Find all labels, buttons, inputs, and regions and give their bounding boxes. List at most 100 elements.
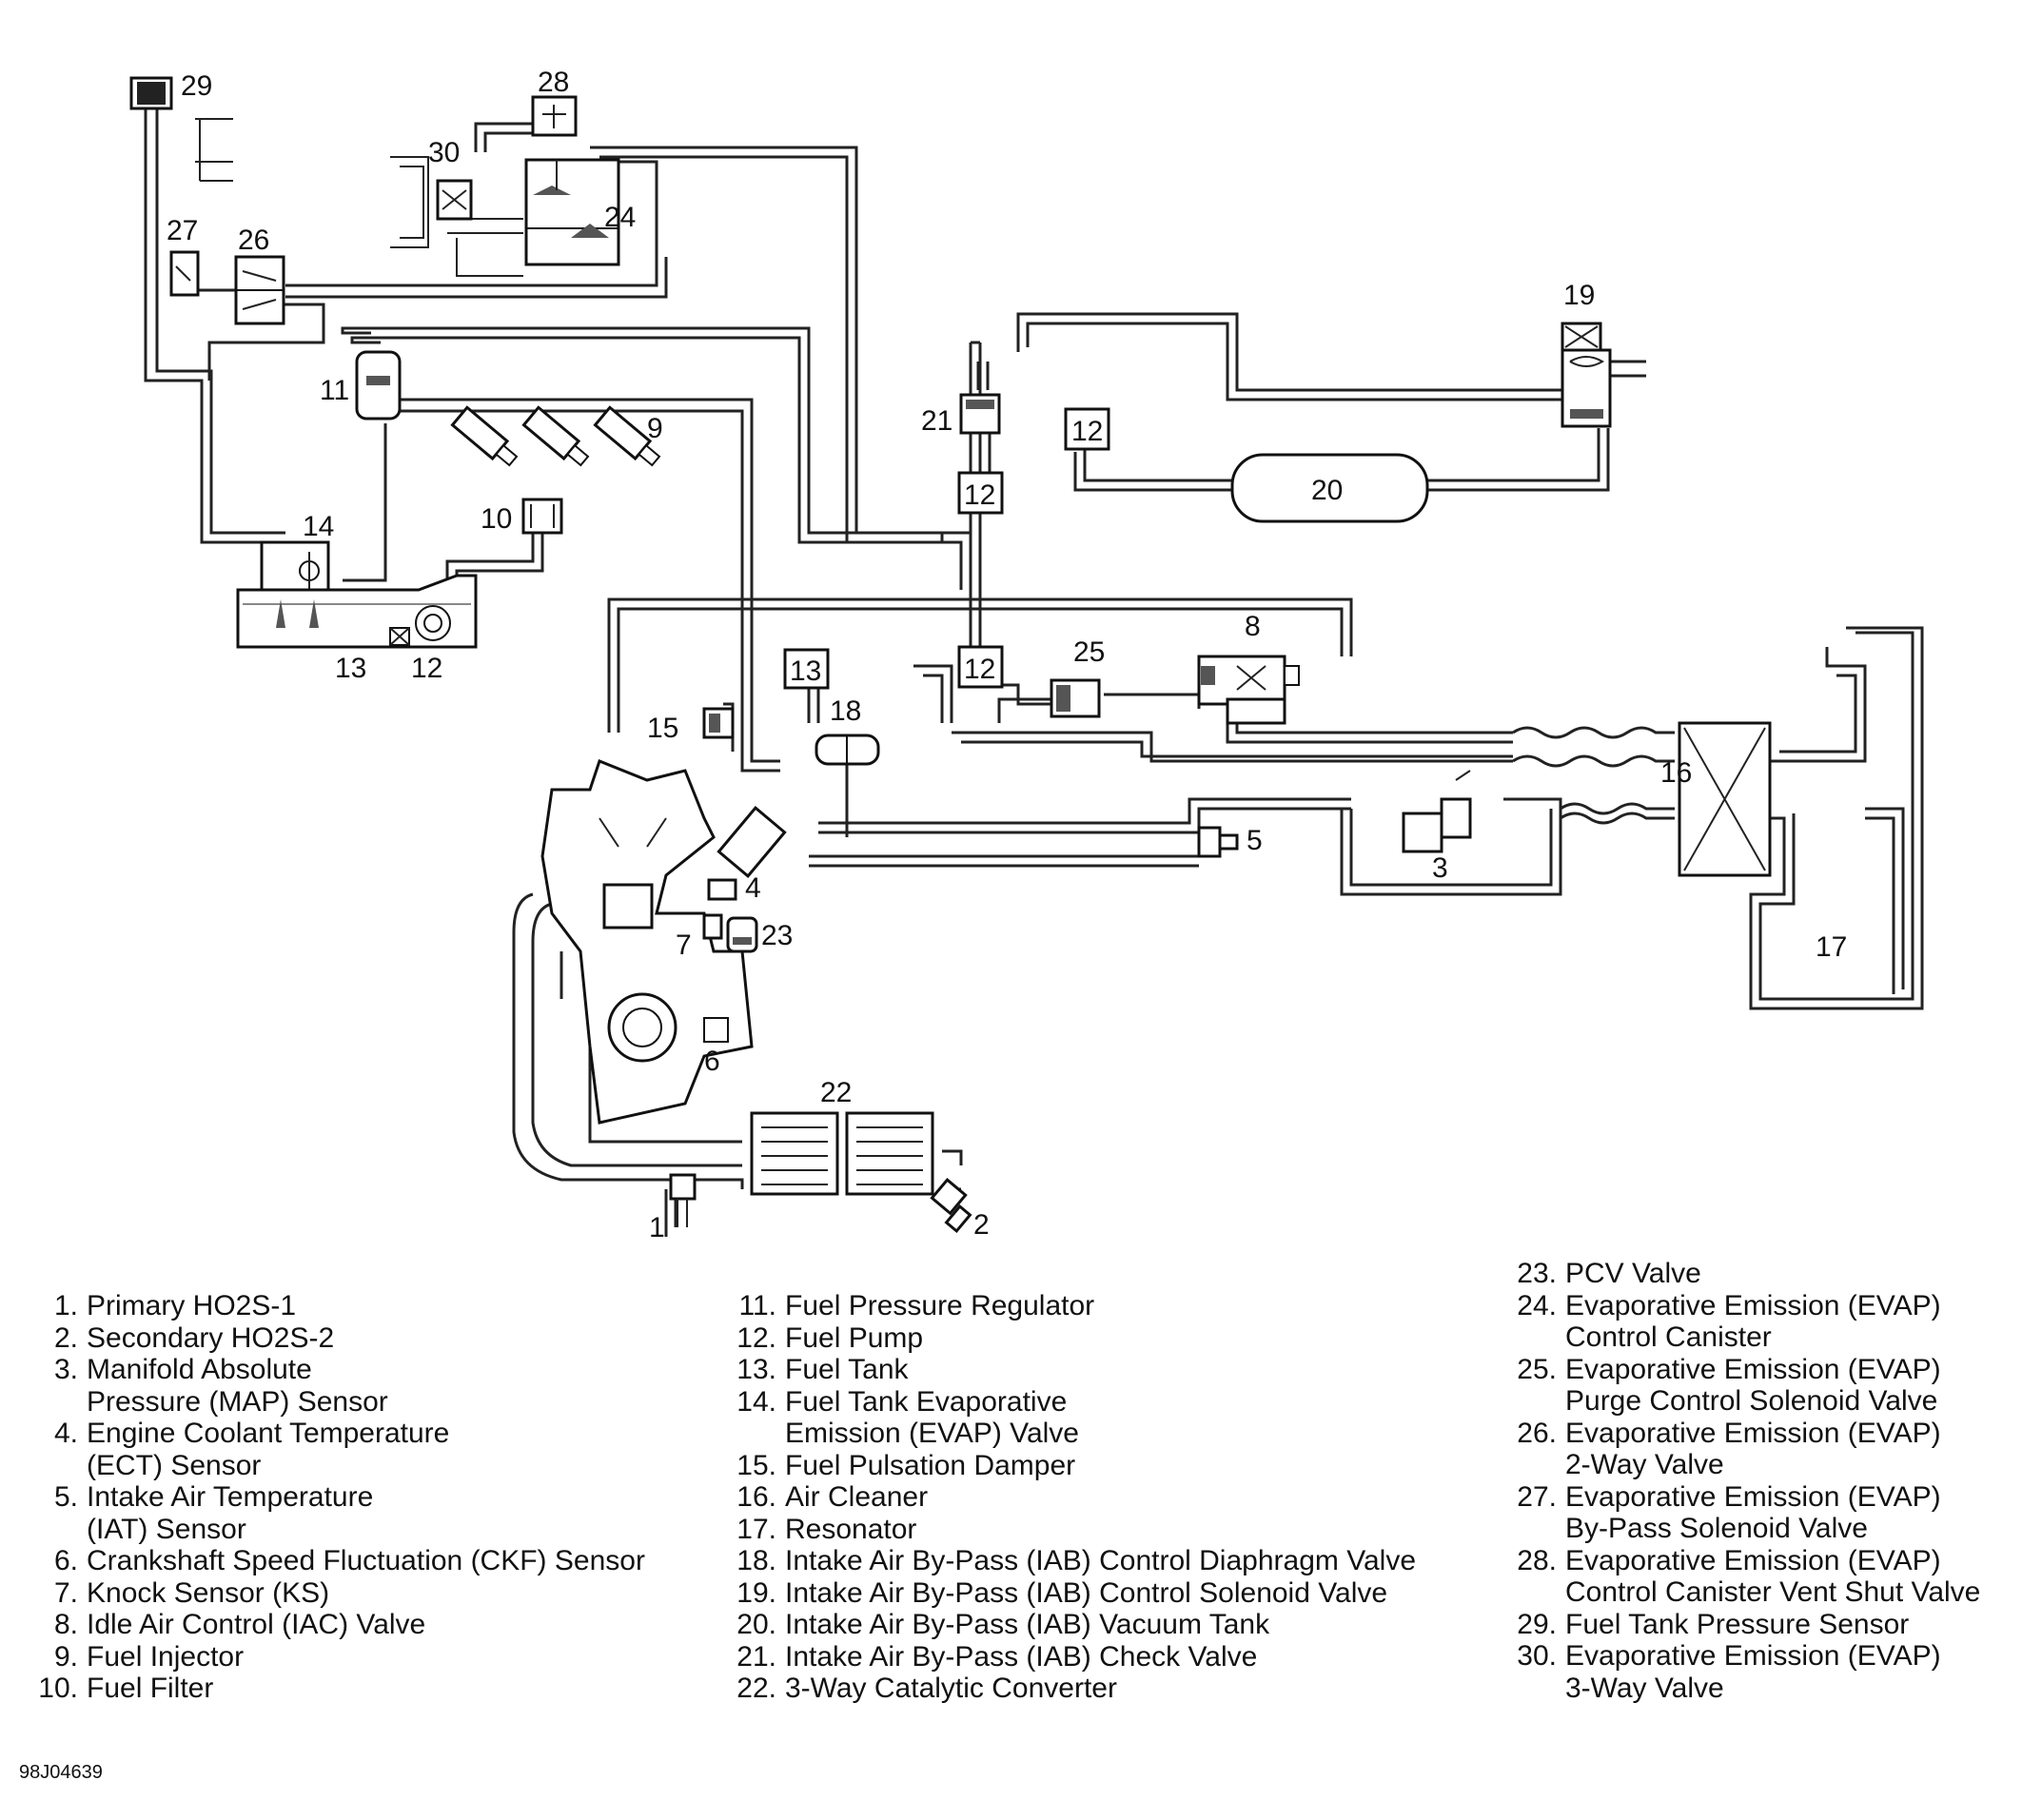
callout-6: 6: [704, 1046, 720, 1077]
callout-4: 4: [745, 872, 761, 904]
legend-item-number: 11.: [738, 1290, 776, 1321]
legend-item-text: Secondary HO2S-2: [87, 1321, 335, 1354]
legend-item-text: Evaporative Emission (EVAP) 2-Way Valve: [1565, 1417, 1941, 1481]
legend-item-text: Resonator: [785, 1513, 917, 1545]
callout-22: 22: [820, 1077, 852, 1108]
legend-item-number: 22.: [736, 1673, 776, 1704]
legend-item: 25.Evaporative Emission (EVAP) Purge Con…: [1503, 1354, 1980, 1418]
legend-item: 29.Fuel Tank Pressure Sensor: [1503, 1609, 1980, 1641]
legend-item-text: Fuel Tank Pressure Sensor: [1565, 1608, 1910, 1640]
legend-item: 10.Fuel Filter: [25, 1673, 645, 1705]
component-11-fuel-pressure-regulator: [355, 350, 402, 421]
legend-item-text: Knock Sensor (KS): [87, 1576, 330, 1609]
legend-item: 1.Primary HO2S-1: [25, 1290, 645, 1322]
callout-13-tank: 13: [335, 653, 366, 684]
component-7-knock-sensor: [702, 913, 723, 940]
component-8-iac-valve: [1197, 655, 1300, 725]
legend-item: 18.Intake Air By-Pass (IAB) Control Diap…: [723, 1545, 1416, 1577]
legend-item: 30.Evaporative Emission (EVAP) 3-Way Val…: [1503, 1640, 1980, 1704]
callout-11: 11: [320, 375, 349, 406]
legend-item: 22. 3-Way Catalytic Converter: [723, 1673, 1416, 1705]
component-28-vent-shut-valve: [531, 95, 578, 137]
legend-item: 6.Crankshaft Speed Fluctuation (CKF) Sen…: [25, 1545, 645, 1577]
callout-26: 26: [238, 225, 269, 256]
callout-30: 30: [428, 137, 460, 168]
legend-item-text: Intake Air By-Pass (IAB) Control Diaphra…: [785, 1545, 1417, 1576]
legend-item-number: 30.: [1517, 1640, 1557, 1672]
legend-item-text: Evaporative Emission (EVAP) Purge Contro…: [1565, 1353, 1941, 1418]
legend-item: 16.Air Cleaner: [723, 1481, 1416, 1514]
legend-item: 2. Secondary HO2S-2: [25, 1322, 645, 1355]
legend-item-text: Evaporative Emission (EVAP) Control Cani…: [1565, 1289, 1941, 1354]
legend-item-number: 8.: [53, 1609, 78, 1640]
callout-18: 18: [830, 695, 861, 727]
legend-item-text: Evaporative Emission (EVAP) 3-Way Valve: [1565, 1640, 1941, 1704]
component-24-evap-canister: [524, 158, 620, 266]
component-18-iab-diaphragm: [815, 734, 880, 766]
legend-item-number: 21.: [736, 1640, 776, 1673]
emission-system-diagram: 29 28 30 24 27 26 19 11 9 21 12 20 12 10…: [129, 67, 1924, 1243]
figure-id: 98J04639: [19, 1762, 103, 1783]
component-1-primary-ho2s: [669, 1173, 697, 1227]
legend-item: 28.Evaporative Emission (EVAP) Control C…: [1503, 1545, 1980, 1609]
callout-13-box: 13: [790, 656, 821, 687]
component-2-secondary-ho2s: [930, 1177, 972, 1234]
legend-item-number: 13.: [736, 1354, 776, 1385]
legend-item: 9.Fuel Injector: [25, 1641, 645, 1673]
legend-item-text: Fuel Injector: [87, 1640, 245, 1673]
component-19-iab-solenoid: [1561, 322, 1612, 428]
callout-27: 27: [167, 215, 198, 246]
legend-item-text: Primary HO2S-1: [87, 1290, 297, 1321]
legend-item: 27.Evaporative Emission (EVAP) By-Pass S…: [1503, 1481, 1980, 1545]
callout-9: 9: [647, 413, 663, 444]
legend-item-text: Evaporative Emission (EVAP) By-Pass Sole…: [1565, 1480, 1941, 1545]
legend-item-number: 19.: [736, 1576, 776, 1609]
legend-item: 13.Fuel Tank: [723, 1354, 1416, 1386]
legend-item: 11.Fuel Pressure Regulator: [723, 1290, 1416, 1322]
legend-item-number: 20.: [736, 1609, 776, 1640]
legend-item-number: 25.: [1517, 1353, 1557, 1385]
legend-item-text: Intake Air By-Pass (IAB) Vacuum Tank: [785, 1609, 1270, 1640]
legend-item: 20. Intake Air By-Pass (IAB) Vacuum Tank: [723, 1609, 1416, 1641]
component-9-fuel-injectors: [450, 405, 661, 467]
legend-item: 5.Intake Air Temperature (IAT) Sensor: [25, 1481, 645, 1545]
component-4-ect-sensor: [707, 878, 737, 901]
legend-item: 3.Manifold Absolute Pressure (MAP) Senso…: [25, 1354, 645, 1418]
legend-item-text: 3-Way Catalytic Converter: [785, 1673, 1117, 1704]
legend-item-number: 15.: [736, 1449, 776, 1481]
callout-20: 20: [1311, 475, 1343, 506]
legend-item-text: PCV Valve: [1565, 1258, 1701, 1289]
legend-item-number: 6.: [53, 1545, 78, 1576]
legend-item-number: 2.: [53, 1321, 78, 1354]
legend-item: 7.Knock Sensor (KS): [25, 1577, 645, 1610]
component-25-purge-solenoid: [1050, 678, 1101, 718]
callout-12-box: 12: [964, 654, 995, 685]
legend-item: 23.PCV Valve: [1503, 1258, 1980, 1290]
component-26-2-way-valve: [234, 255, 285, 325]
legend-item-number: 17.: [736, 1513, 776, 1545]
component-5-iat-sensor: [1197, 826, 1239, 858]
callout-24: 24: [604, 202, 636, 233]
callout-17: 17: [1816, 931, 1847, 963]
legend-item: 14.Fuel Tank Evaporative Emission (EVAP)…: [723, 1386, 1416, 1450]
legend-item-number: 3.: [53, 1354, 78, 1385]
legend-item-number: 29.: [1517, 1608, 1557, 1640]
component-22-catalytic-converter: [750, 1111, 934, 1196]
callout-8: 8: [1245, 611, 1261, 642]
component-23-pcv-valve: [726, 916, 758, 953]
callout-19: 19: [1563, 280, 1595, 311]
callout-labels: 29 28 30 24 27 26 19 11 9 21 12 20 12 10…: [167, 67, 1847, 1243]
component-30-3-way-valve: [436, 179, 473, 221]
callout-2: 2: [973, 1209, 990, 1241]
legend-item-text: Fuel Pulsation Damper: [785, 1449, 1076, 1481]
legend-item: 19.Intake Air By-Pass (IAB) Control Sole…: [723, 1577, 1416, 1610]
callout-7: 7: [676, 930, 692, 961]
hose-lines: [144, 109, 1924, 1237]
legend-item-text: Idle Air Control (IAC) Valve: [87, 1609, 426, 1640]
legend-item-number: 12.: [736, 1321, 776, 1354]
legend-item: 21.Intake Air By-Pass (IAB) Check Valve: [723, 1641, 1416, 1673]
legend-item: 26.Evaporative Emission (EVAP) 2-Way Val…: [1503, 1418, 1980, 1481]
